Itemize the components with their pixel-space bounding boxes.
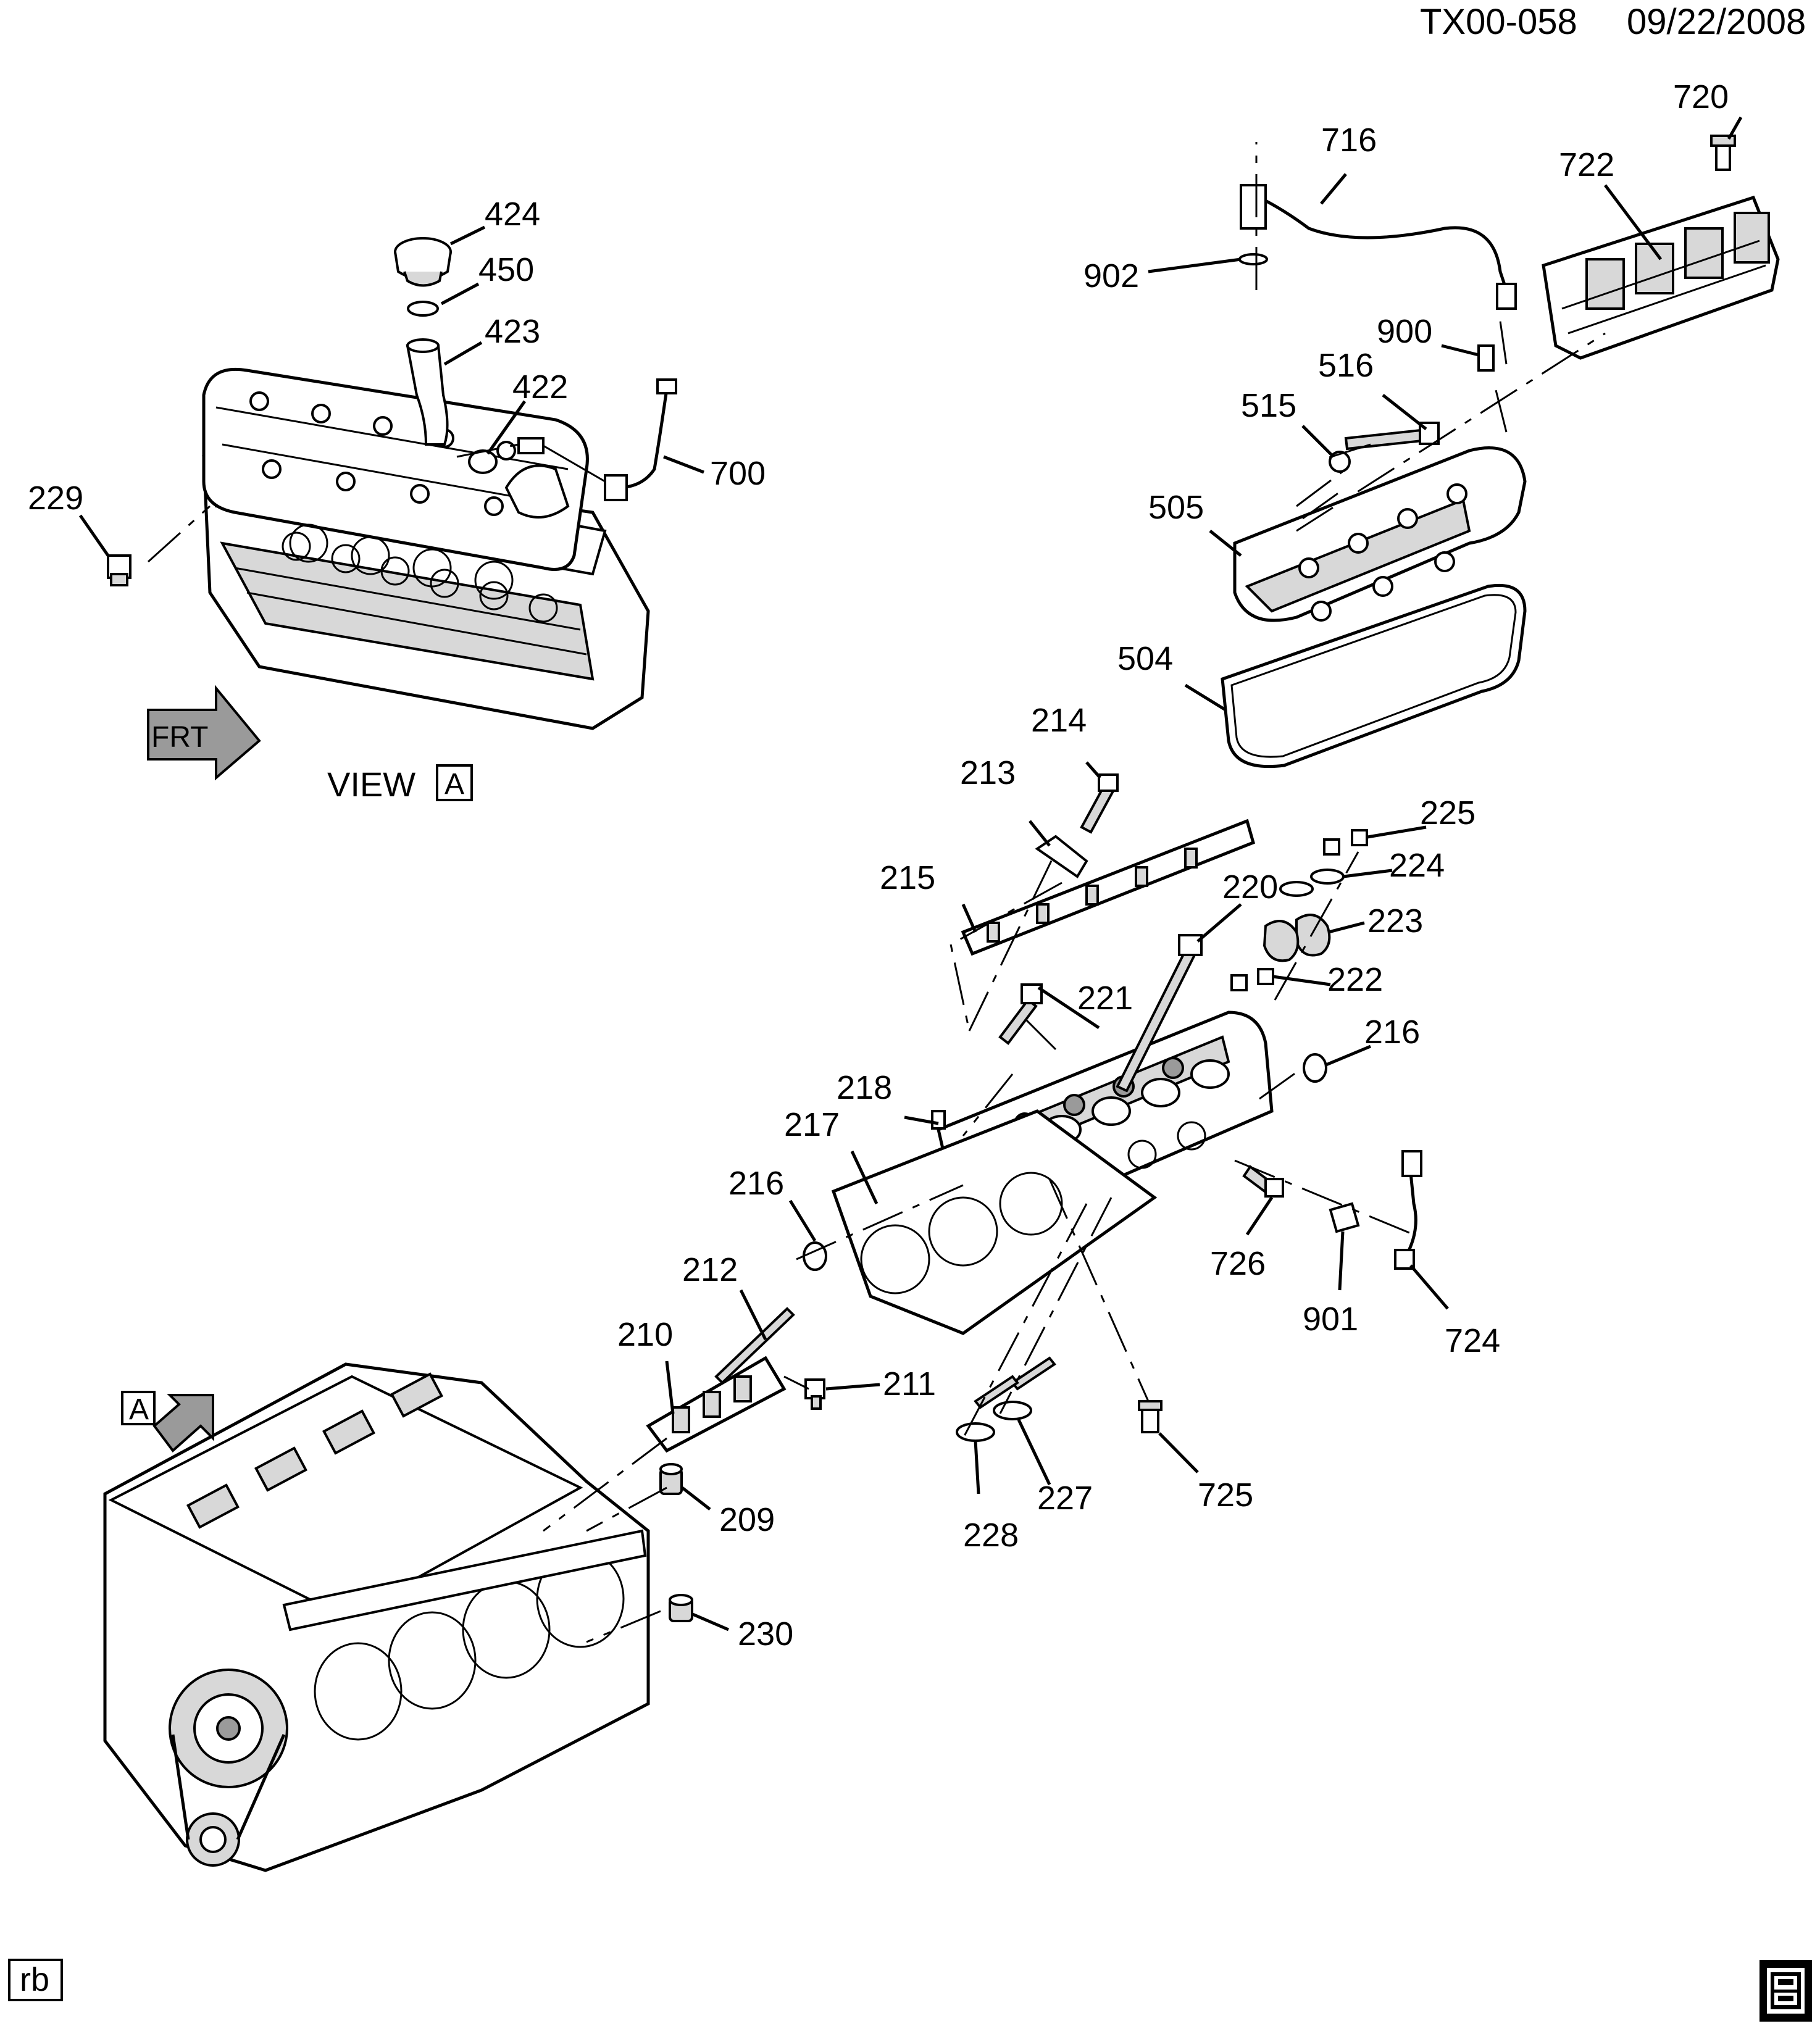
label-722: 722 xyxy=(1559,146,1614,183)
label-716: 716 xyxy=(1321,122,1377,159)
label-218: 218 xyxy=(837,1069,892,1106)
valve-springs-223 xyxy=(1263,914,1331,962)
initials-box xyxy=(8,1959,63,2001)
label-220: 220 xyxy=(1222,869,1278,906)
label-222: 222 xyxy=(1327,961,1383,998)
front-direction-arrow: FRT xyxy=(147,685,261,781)
view-letter-box xyxy=(436,764,473,801)
o-ring-450 xyxy=(407,301,439,317)
view-letter: A xyxy=(445,768,464,801)
plug-230 xyxy=(669,1594,693,1622)
label-450: 450 xyxy=(478,251,534,288)
label-227: 227 xyxy=(1037,1480,1093,1517)
label-230: 230 xyxy=(738,1615,793,1652)
sensor-725 xyxy=(1138,1400,1163,1433)
bolt-211 xyxy=(804,1378,825,1410)
plug-229 xyxy=(107,554,131,586)
label-215: 215 xyxy=(880,859,935,896)
label-209: 209 xyxy=(719,1501,775,1538)
oil-fill-tube-423 xyxy=(406,344,449,446)
label-423: 423 xyxy=(485,313,540,350)
label-224: 224 xyxy=(1389,847,1445,884)
bolt-720 xyxy=(1710,135,1736,171)
temperature-sensor-726 xyxy=(1242,1165,1284,1198)
head-gasket-217 xyxy=(831,1109,1158,1335)
rocker-rail-215 xyxy=(961,819,1256,956)
head-bolt-220 xyxy=(1116,934,1203,1093)
initials-text: rb xyxy=(20,1961,49,1998)
label-214: 214 xyxy=(1031,702,1087,739)
label-902: 902 xyxy=(1083,257,1139,294)
oil-fill-cap-424 xyxy=(394,237,452,287)
label-223: 223 xyxy=(1367,902,1423,940)
connector-900 xyxy=(1477,344,1495,372)
sensor-connector-724 xyxy=(1394,1150,1422,1270)
leader-lines xyxy=(78,116,1743,1632)
engine-block-illustration xyxy=(103,1362,650,1872)
sensor-boot-901 xyxy=(1329,1202,1360,1233)
dowel-218 xyxy=(931,1110,946,1130)
svg-text:FRT: FRT xyxy=(151,721,208,754)
label-504: 504 xyxy=(1117,640,1173,677)
pcv-tube-700 xyxy=(517,378,677,501)
label-213: 213 xyxy=(960,754,1016,791)
assembly-lines xyxy=(147,142,1606,1643)
label-516: 516 xyxy=(1318,347,1374,384)
label-900: 900 xyxy=(1377,313,1432,350)
label-228: 228 xyxy=(963,1517,1019,1554)
view-a-direction-arrow: A xyxy=(121,1391,214,1452)
pushrod-212 xyxy=(714,1307,795,1385)
label-210: 210 xyxy=(617,1316,673,1353)
label-724: 724 xyxy=(1445,1322,1500,1359)
valve-cover-gasket-504 xyxy=(1221,583,1527,769)
view-label: VIEW xyxy=(327,765,415,804)
svg-text:A: A xyxy=(129,1393,149,1426)
intake-valve-228 xyxy=(956,1375,1019,1442)
valve-cover-505-illustration xyxy=(1233,446,1527,622)
label-212: 212 xyxy=(682,1251,738,1288)
label-422: 422 xyxy=(512,369,568,406)
valve-retainer-224 xyxy=(1279,869,1345,897)
label-725: 725 xyxy=(1198,1477,1253,1514)
label-720: 720 xyxy=(1673,78,1729,115)
gmspo-logo-icon xyxy=(1759,1960,1812,2022)
label-726: 726 xyxy=(1210,1245,1266,1282)
ignition-coil-bracket-722 xyxy=(1542,195,1780,360)
view-a-engine-illustration xyxy=(202,367,650,730)
label-505: 505 xyxy=(1148,489,1204,526)
bolt-214 xyxy=(1080,773,1119,834)
diagram-code: TX00-058 xyxy=(1420,2,1577,42)
diagram-date: 09/22/2008 xyxy=(1627,2,1806,42)
label-221: 221 xyxy=(1077,980,1133,1017)
label-700: 700 xyxy=(710,455,766,492)
sensor-harness-716 xyxy=(1240,184,1517,310)
part-labels: 424 450 423 422 700 229 716 720 722 902 … xyxy=(28,78,1729,1652)
seal-422 xyxy=(468,449,498,474)
grommet-515 xyxy=(1329,451,1351,473)
label-229: 229 xyxy=(28,480,83,517)
label-225: 225 xyxy=(1420,794,1476,831)
plug-216-upper xyxy=(1303,1053,1327,1083)
lifter-209 xyxy=(659,1463,683,1495)
valve-stem-seal-222 xyxy=(1230,968,1274,991)
label-216-upper: 216 xyxy=(1364,1014,1420,1051)
label-211: 211 xyxy=(883,1365,936,1402)
seal-902 xyxy=(1238,253,1268,265)
bolt-221 xyxy=(998,983,1043,1045)
label-424: 424 xyxy=(485,196,540,233)
label-901: 901 xyxy=(1303,1301,1358,1338)
valve-keepers-225 xyxy=(1323,829,1368,856)
label-216-lower: 216 xyxy=(728,1165,784,1202)
label-217: 217 xyxy=(784,1106,840,1143)
rocker-arm-213 xyxy=(1035,835,1088,878)
label-515: 515 xyxy=(1241,387,1296,424)
